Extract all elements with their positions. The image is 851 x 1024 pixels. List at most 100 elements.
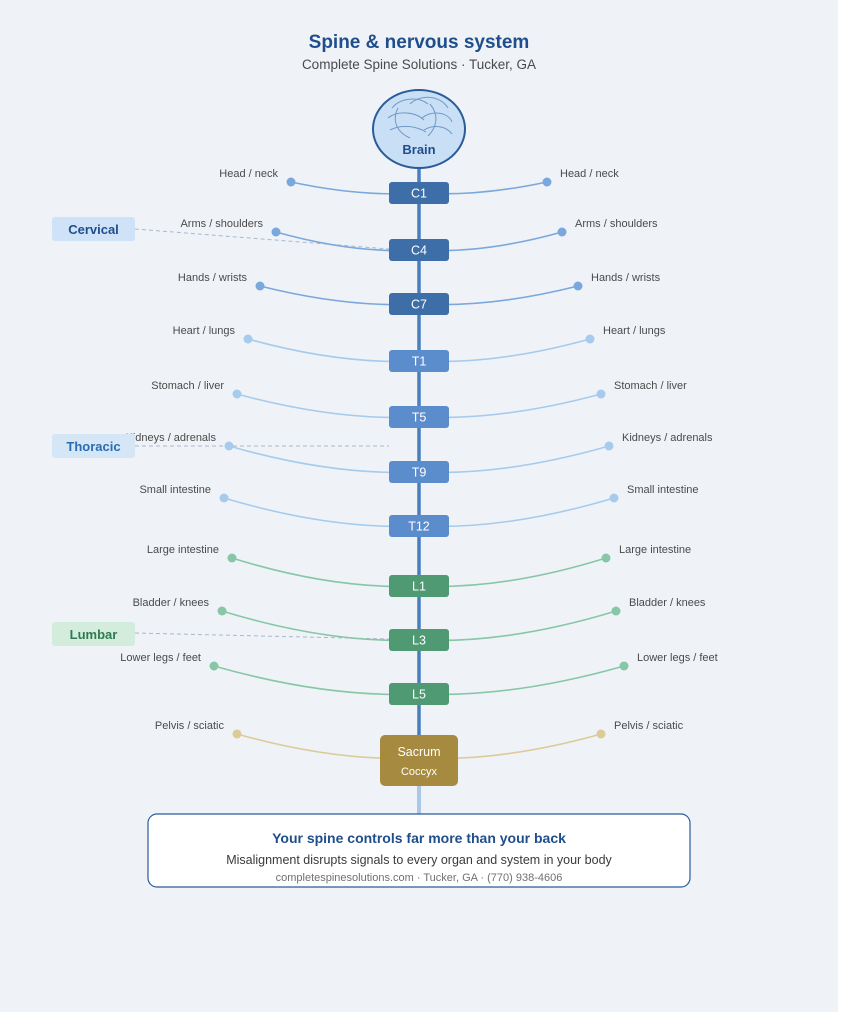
nerve-dot-left-t5 — [232, 389, 242, 399]
organ-label-left-c4: Arms / shoulders — [180, 218, 263, 230]
lumbar-tag-label: Lumbar — [70, 627, 118, 642]
organ-label-right-c7: Hands / wrists — [591, 272, 661, 284]
vertebra-shape-t1 — [389, 350, 449, 372]
vertebra-t12: T12 — [389, 515, 449, 537]
organ-label-left-c7: Hands / wrists — [178, 272, 248, 284]
nerve-dot-right-c4 — [557, 227, 567, 237]
nerve-dot-right-c7 — [573, 281, 583, 291]
organ-label-left-l3: Bladder / knees — [133, 597, 210, 609]
vertebra-label-c7: C7 — [411, 298, 427, 312]
spine-diagram: Spine & nervous system Complete Spine So… — [52, 32, 718, 888]
vertebra-shape-c7 — [389, 293, 449, 315]
diagram-canvas: Spine & nervous system Complete Spine So… — [0, 0, 838, 1012]
footer-text: Misalignment disrupts signals to every o… — [226, 853, 612, 867]
vertebra-shape-t5 — [389, 406, 449, 428]
cervical-tag-label: Cervical — [68, 222, 119, 237]
organ-label-left-t5: Stomach / liver — [151, 380, 224, 392]
vertebra-l5: L5 — [389, 683, 449, 705]
nerve-left-l5 — [213, 665, 420, 696]
nerve-right-l5 — [418, 665, 625, 696]
nerve-dot-left-c4 — [271, 227, 281, 237]
sacrum-label: Sacrum — [397, 745, 440, 759]
vertebra-l1: L1 — [389, 575, 449, 597]
organ-label-left-c1: Head / neck — [219, 168, 278, 180]
organ-label-left-sacrum: Pelvis / sciatic — [155, 720, 225, 732]
footer-title: Your spine controls far more than your b… — [272, 830, 566, 846]
lumbar-tag-bg — [52, 622, 135, 646]
organ-label-right-sacrum: Pelvis / sciatic — [614, 720, 684, 732]
nerve-dot-right-l5 — [619, 661, 629, 671]
nerve-dot-left-sacrum — [232, 729, 242, 739]
vertebra-label-l5: L5 — [412, 688, 426, 702]
nerve-dot-left-t12 — [219, 493, 229, 503]
vertebra-label-l3: L3 — [412, 634, 426, 648]
vertebra-shape-l5 — [389, 683, 449, 705]
nerve-dot-right-c1 — [542, 177, 552, 187]
nerve-dot-right-t1 — [585, 334, 595, 344]
nerve-dot-left-l5 — [209, 661, 219, 671]
nerve-dot-right-l3 — [611, 606, 621, 616]
organ-label-right-t12: Small intestine — [627, 484, 699, 496]
vertebra-c7: C7 — [389, 293, 449, 315]
vertebra-shape-c1 — [389, 182, 449, 204]
sacrum-block: Sacrum Coccyx — [380, 735, 458, 786]
nerve-dot-left-c7 — [255, 281, 265, 291]
nerve-dot-left-c1 — [286, 177, 296, 187]
nerve-dot-right-t5 — [596, 389, 606, 399]
organ-label-left-l1: Large intestine — [147, 544, 219, 556]
region-tag-lumbar: Lumbar — [52, 622, 135, 646]
nerve-dot-left-l3 — [217, 606, 227, 616]
vertebra-t1: T1 — [389, 350, 449, 372]
footer-contact: completespinesolutions.com · Tucker, GA … — [276, 872, 563, 884]
coccyx-label: Coccyx — [401, 766, 438, 778]
vertebra-shape-c4 — [389, 239, 449, 261]
sacrum-shape — [380, 735, 458, 786]
thoracic-tag-label: Thoracic — [66, 439, 120, 454]
nerve-dot-right-sacrum — [596, 729, 606, 739]
vertebra-l3: L3 — [389, 629, 449, 651]
brain: Brain — [372, 89, 466, 169]
organ-label-right-l1: Large intestine — [619, 544, 691, 556]
organ-label-right-t9: Kidneys / adrenals — [622, 432, 713, 444]
footer-box-border — [147, 813, 691, 888]
nerve-dot-left-t9 — [224, 441, 234, 451]
brain-folds-icon — [387, 96, 453, 139]
nerve-dot-right-t12 — [609, 493, 619, 503]
thoracic-tag-bg — [52, 434, 135, 458]
nerve-dot-left-l1 — [227, 553, 237, 563]
organ-label-left-l5: Lower legs / feet — [120, 652, 201, 664]
vertebra-label-c4: C4 — [411, 244, 427, 258]
organ-label-right-c1: Head / neck — [560, 168, 619, 180]
organ-label-right-t5: Stomach / liver — [614, 380, 687, 392]
vertebra-c1: C1 — [389, 182, 449, 204]
cervical-tag-bg — [52, 217, 135, 241]
organ-label-right-t1: Heart / lungs — [603, 325, 666, 337]
organ-label-right-c4: Arms / shoulders — [575, 218, 658, 230]
page-subtitle: Complete Spine Solutions · Tucker, GA — [302, 57, 536, 72]
vertebra-label-t9: T9 — [412, 466, 427, 480]
brain-label: Brain — [402, 142, 435, 157]
vertebra-shape-t12 — [389, 515, 449, 537]
nerve-dot-right-l1 — [601, 553, 611, 563]
vertebra-t5: T5 — [389, 406, 449, 428]
vertebra-label-l1: L1 — [412, 580, 426, 594]
vertebra-label-c1: C1 — [411, 187, 427, 201]
region-tag-thoracic: Thoracic — [52, 434, 135, 458]
organ-label-left-t9: Kidneys / adrenals — [126, 432, 217, 444]
vertebra-label-t1: T1 — [412, 355, 427, 369]
organ-label-right-l5: Lower legs / feet — [637, 652, 718, 664]
vertebra-c4: C4 — [389, 239, 449, 261]
region-tag-cervical: Cervical — [52, 217, 135, 241]
vertebra-shape-l3 — [389, 629, 449, 651]
nerve-dot-right-t9 — [604, 441, 614, 451]
page-title: Spine & nervous system — [309, 32, 530, 53]
vertebra-shape-l1 — [389, 575, 449, 597]
region-tags: Cervical Thoracic Lumbar — [52, 217, 135, 646]
organ-label-right-l3: Bladder / knees — [629, 597, 706, 609]
nerve-dot-left-t1 — [243, 334, 253, 344]
footer-box: Your spine controls far more than your b… — [147, 813, 691, 888]
cervical-guide-line — [134, 228, 390, 250]
vertebra-shape-t9 — [389, 461, 449, 483]
